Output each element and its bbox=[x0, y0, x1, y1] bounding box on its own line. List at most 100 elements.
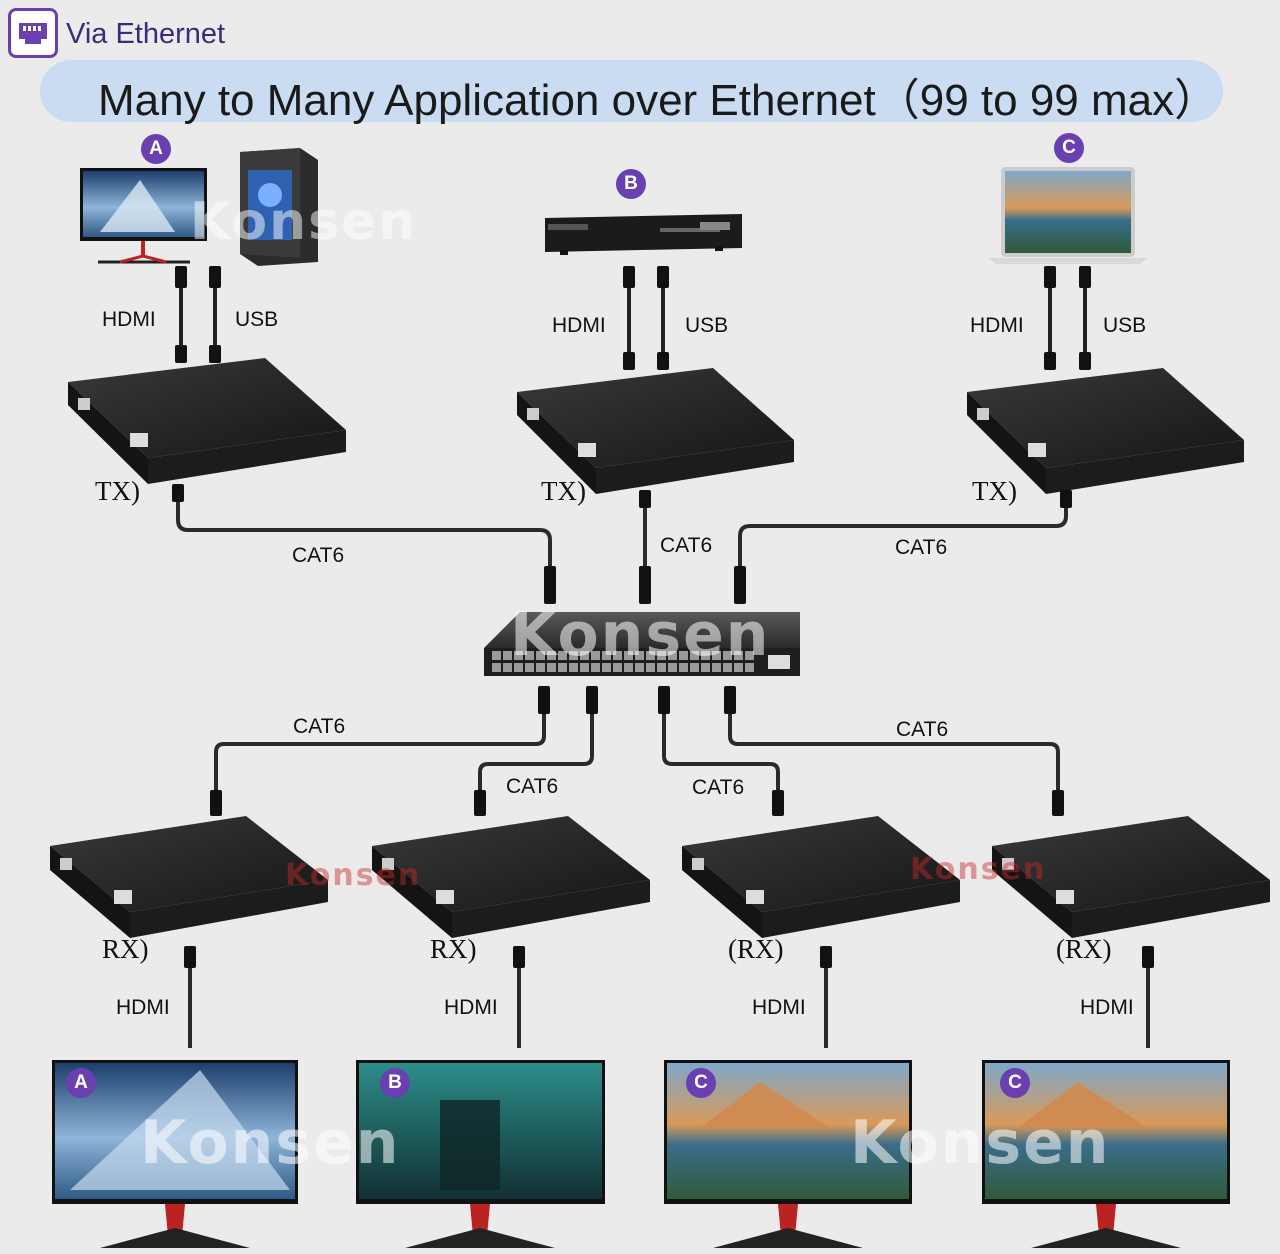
rx-4-hdmi-label: HDMI bbox=[1080, 996, 1134, 1019]
uplink-cat6-label-a: CAT6 bbox=[292, 544, 345, 567]
page-title: Many to Many Application over Ethernet（9… bbox=[98, 76, 1219, 125]
display-badge-a: A bbox=[66, 1068, 96, 1098]
switch-port bbox=[569, 663, 578, 672]
switch-port bbox=[668, 663, 677, 672]
switch-port bbox=[580, 663, 589, 672]
switch-port bbox=[613, 651, 622, 660]
switch-port bbox=[558, 663, 567, 672]
tx-a-mode-label: TX) bbox=[95, 476, 140, 506]
uplink-plugs bbox=[172, 484, 1072, 604]
rx-2-mode-label: RX) bbox=[430, 934, 477, 964]
title-banner bbox=[40, 60, 1223, 122]
source-c-hdmi-label: HDMI bbox=[970, 314, 1024, 337]
switch-port bbox=[558, 651, 567, 660]
switch-port bbox=[690, 651, 699, 660]
source-a-hdmi-label: HDMI bbox=[102, 308, 156, 331]
switch-port bbox=[547, 663, 556, 672]
switch-port bbox=[646, 651, 655, 660]
source-a-usb-label: USB bbox=[235, 308, 279, 331]
source-a-monitor bbox=[80, 168, 207, 264]
display-badge-c1: C bbox=[686, 1068, 716, 1098]
switch-port bbox=[723, 651, 732, 660]
via-ethernet-label: Via Ethernet bbox=[66, 18, 226, 50]
switch-port bbox=[492, 651, 501, 660]
switch-port bbox=[536, 651, 545, 660]
switch-port bbox=[591, 663, 600, 672]
uplink-cat6-label-b: CAT6 bbox=[660, 534, 713, 557]
switch-port bbox=[624, 651, 633, 660]
rx-extender-1 bbox=[50, 816, 328, 938]
rx-1-hdmi-label: HDMI bbox=[116, 996, 170, 1019]
watermark: Konsen bbox=[285, 858, 422, 893]
rx-hdmi-cables bbox=[188, 950, 1150, 1048]
switch-port bbox=[712, 663, 721, 672]
switch-port bbox=[712, 651, 721, 660]
switch-port bbox=[635, 663, 644, 672]
switch-port bbox=[745, 663, 754, 672]
watermark: Konsen bbox=[910, 852, 1047, 887]
source-plugs bbox=[175, 266, 1091, 370]
rx-3-hdmi-label: HDMI bbox=[752, 996, 806, 1019]
source-badge-a: A bbox=[141, 134, 171, 164]
switch-port bbox=[723, 663, 732, 672]
source-b-hdmi-label: HDMI bbox=[552, 314, 606, 337]
downlink-cat6-label-4: CAT6 bbox=[896, 718, 949, 741]
downlink-cat6-label-1: CAT6 bbox=[293, 715, 346, 738]
source-b-player bbox=[545, 214, 742, 255]
switch-port bbox=[591, 651, 600, 660]
source-a-pc-tower bbox=[240, 148, 318, 266]
switch-port bbox=[547, 651, 556, 660]
switch-port bbox=[701, 663, 710, 672]
switch-port bbox=[745, 651, 754, 660]
downlink-cables bbox=[214, 690, 1060, 812]
downlink-cat6-label-2: CAT6 bbox=[506, 775, 559, 798]
rx-3-mode-label: (RX) bbox=[728, 934, 784, 964]
downlink-cat6-label-3: CAT6 bbox=[692, 776, 745, 799]
switch-port bbox=[657, 651, 666, 660]
watermark: Konsen bbox=[190, 192, 418, 252]
source-c-laptop bbox=[988, 167, 1148, 264]
rx-extender-4 bbox=[992, 816, 1270, 938]
source-badge-b: B bbox=[616, 169, 646, 199]
watermark: Konsen bbox=[140, 1108, 401, 1178]
switch-port bbox=[679, 663, 688, 672]
switch-port bbox=[734, 651, 743, 660]
rx-2-hdmi-label: HDMI bbox=[444, 996, 498, 1019]
downlink-plugs bbox=[210, 686, 1064, 816]
watermark: Konsen bbox=[850, 1108, 1111, 1178]
rx-extender-2 bbox=[372, 816, 650, 938]
switch-port bbox=[657, 663, 666, 672]
watermark: Konsen bbox=[510, 600, 771, 670]
switch-port bbox=[525, 651, 534, 660]
switch-port bbox=[646, 663, 655, 672]
network-switch bbox=[484, 612, 800, 676]
ethernet-port-icon bbox=[8, 8, 58, 58]
switch-port bbox=[580, 651, 589, 660]
switch-port bbox=[503, 651, 512, 660]
switch-port bbox=[624, 663, 633, 672]
source-b-usb-label: USB bbox=[685, 314, 729, 337]
tx-extender-c bbox=[967, 368, 1244, 494]
display-monitor-b bbox=[356, 1060, 605, 1248]
rx-hdmi-plugs bbox=[184, 946, 1154, 968]
switch-port bbox=[569, 651, 578, 660]
switch-port bbox=[602, 663, 611, 672]
switch-port bbox=[492, 663, 501, 672]
source-c-usb-label: USB bbox=[1103, 314, 1147, 337]
switch-port bbox=[635, 651, 644, 660]
switch-port bbox=[679, 651, 688, 660]
rx-extender-3 bbox=[682, 816, 960, 938]
switch-port bbox=[514, 663, 523, 672]
switch-port bbox=[690, 663, 699, 672]
source-badge-c: C bbox=[1054, 133, 1084, 163]
tx-extender-b bbox=[517, 368, 794, 494]
switch-port bbox=[536, 663, 545, 672]
switch-port bbox=[668, 651, 677, 660]
switch-port bbox=[525, 663, 534, 672]
switch-port bbox=[503, 663, 512, 672]
display-badge-c2: C bbox=[1000, 1068, 1030, 1098]
tx-b-mode-label: TX) bbox=[541, 476, 586, 506]
switch-port bbox=[602, 651, 611, 660]
uplink-cat6-label-c: CAT6 bbox=[895, 536, 948, 559]
